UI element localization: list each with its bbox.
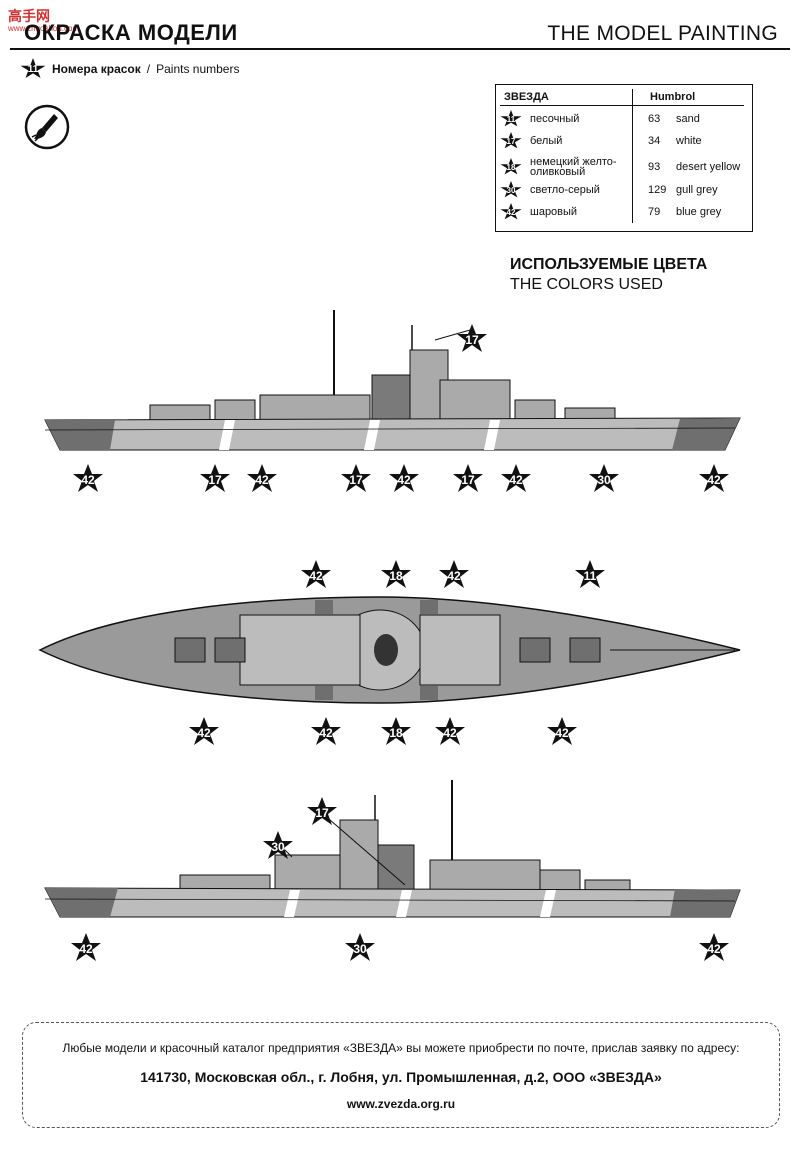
website-link[interactable]: www.zvezda.org.ru [346, 1097, 456, 1111]
callout-text: 42 [707, 473, 721, 487]
callout-text: 30 [271, 840, 285, 854]
caption-en: Paints numbers [156, 62, 240, 76]
callout-42-bow: 42 [73, 464, 103, 492]
callout-text: 42 [81, 473, 95, 487]
table-header-zvezda: ЗВЕЗДА [504, 91, 549, 103]
paint-star-badge: 18 [500, 158, 522, 175]
callout-text: 17 [349, 473, 363, 487]
paint-name-en: blue grey [676, 206, 722, 218]
table-row: 11 песочный 63 sand [500, 108, 748, 130]
callout-text: 11 [584, 569, 597, 583]
callout-text: 17 [315, 806, 329, 820]
ship-side-view-starboard: 42 17 42 17 42 17 42 30 42 17 [44, 310, 741, 492]
ordering-info-box: Любые модели и красочный каталог предпри… [22, 1022, 780, 1128]
postal-address: 141730, Московская обл., г. Лобня, ул. П… [140, 1069, 662, 1085]
paint-name-en: sand [676, 113, 700, 125]
callout-text: 42 [309, 569, 323, 583]
ship-side-view-port: 17 30 42 30 42 [44, 780, 741, 961]
paint-star-badge: 17 [500, 132, 522, 149]
table-row: 42 шаровый 79 blue grey [500, 201, 748, 223]
paint-star-badge: 42 [500, 203, 522, 220]
paint-name-ru: песочный [530, 113, 580, 125]
callout-text: 42 [555, 726, 569, 740]
paint-table: ЗВЕЗДА Humbrol 11 песочный 63 sand 17 бе… [495, 84, 753, 232]
watermark-logo: 高手网 [8, 8, 50, 24]
paints-numbers-caption: 11 Номера красок / Paints numbers [20, 58, 239, 80]
colors-used-heading: ИСПОЛЬЗУЕМЫЕ ЦВЕТА THE COLORS USED [510, 255, 707, 295]
page-header: 高手网 www.zhuoshou.com ОКРАСКА МОДЕЛИ THE … [0, 0, 800, 52]
humbrol-number: 34 [648, 135, 661, 147]
callout-text: 42 [79, 942, 93, 956]
paint-star-badge: 11 [500, 110, 522, 127]
watermark-url: www.zhuoshou.com [8, 24, 80, 33]
callout-text: 42 [319, 726, 333, 740]
table-row: 17 белый 34 white [500, 130, 748, 152]
caption-sep: / [146, 62, 151, 76]
paint-name-ru: светло-серый [530, 184, 600, 196]
paint-name-ru: шаровый [530, 206, 578, 218]
ordering-note: Любые модели и красочный каталог предпри… [62, 1041, 740, 1055]
callout-text: 18 [389, 569, 403, 583]
table-row: 30 светло-серый 129 gull grey [500, 179, 748, 201]
paint-name-en: gull grey [676, 184, 718, 196]
header-divider [10, 48, 790, 50]
paint-name-en: desert yellow [676, 161, 741, 173]
callout-text: 42 [197, 726, 211, 740]
callout-text: 42 [447, 569, 461, 583]
brush-icon [24, 104, 70, 150]
callout-text: 18 [389, 726, 403, 740]
humbrol-number: 93 [648, 161, 661, 173]
callout-text: 42 [443, 726, 457, 740]
callout-text: 42 [397, 473, 411, 487]
callout-text: 30 [597, 473, 611, 487]
callout-text: 42 [255, 473, 269, 487]
callout-text: 17 [208, 473, 222, 487]
ship-top-view: 42 18 42 11 42 42 18 42 42 [38, 560, 741, 745]
callout-text: 42 [509, 473, 523, 487]
table-header-rule [500, 105, 744, 106]
caption-ru: Номера красок [52, 62, 141, 76]
paint-star-badge: 30 [500, 181, 522, 198]
callout-text: 17 [465, 333, 479, 347]
paint-name-ru: белый [530, 135, 563, 147]
paint-name-en: white [676, 135, 702, 147]
humbrol-number: 79 [648, 206, 661, 218]
paint-star-badge: 11 [20, 58, 46, 79]
colors-used-ru: ИСПОЛЬЗУЕМЫЕ ЦВЕТА [510, 256, 708, 273]
paint-name-ru: немецкий желто-оливковый [530, 156, 617, 178]
humbrol-number: 63 [648, 113, 661, 125]
table-header-humbrol: Humbrol [650, 91, 696, 103]
callout-text: 30 [353, 942, 367, 956]
callout-text: 17 [461, 473, 475, 487]
table-row: 18 немецкий желто-оливковый 93 desert ye… [500, 155, 748, 179]
callout-text: 42 [707, 942, 721, 956]
page-title-en: THE MODEL PAINTING [547, 22, 778, 45]
humbrol-number: 129 [648, 184, 667, 196]
colors-used-en: THE COLORS USED [510, 276, 663, 293]
page-title-ru: ОКРАСКА МОДЕЛИ [24, 20, 238, 45]
table-column-rule [632, 89, 633, 223]
